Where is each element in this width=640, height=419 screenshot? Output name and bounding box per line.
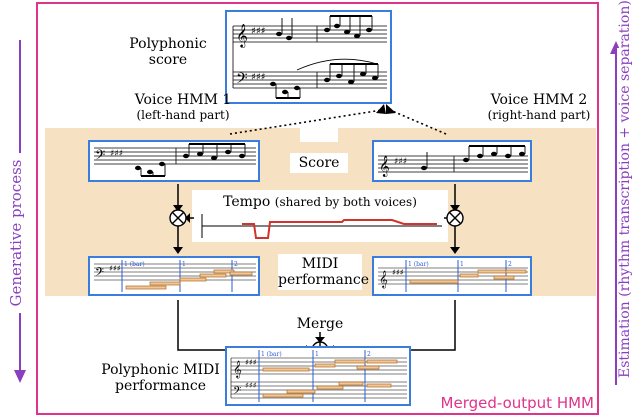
svg-text:1: 1 — [182, 261, 186, 268]
svg-text:𝄞: 𝄞 — [379, 156, 390, 177]
multiply-node-left — [169, 209, 187, 227]
svg-text:♯♯♯: ♯♯♯ — [245, 358, 257, 367]
svg-text:1 (bar): 1 (bar) — [408, 261, 429, 268]
tempo-label: Tempo — [223, 194, 271, 210]
voice1-score-panel: 𝄢 ♯♯♯ — [88, 140, 260, 182]
svg-text:♯♯♯: ♯♯♯ — [109, 264, 121, 273]
polyphonic-midi-panel: 𝄞 𝄢 ♯♯♯ ♯♯♯ 1 (bar) 1 2 — [225, 346, 411, 406]
svg-text:𝄢: 𝄢 — [95, 266, 104, 282]
score-label: Score — [290, 153, 348, 173]
svg-text:𝄞: 𝄞 — [233, 360, 242, 378]
svg-text:2: 2 — [234, 261, 238, 268]
svg-text:♯♯♯: ♯♯♯ — [392, 268, 404, 277]
svg-text:♯♯♯: ♯♯♯ — [394, 157, 407, 167]
voice2-midi-panel: 𝄞 ♯♯♯ 1 (bar) 1 2 — [372, 256, 532, 296]
svg-text:♯♯♯: ♯♯♯ — [110, 149, 123, 159]
voice2-title: Voice HMM 2 (right-hand part) — [487, 92, 591, 122]
svg-text:2: 2 — [367, 351, 371, 358]
voice1-title: Voice HMM 1 (left-hand part) — [134, 92, 232, 122]
svg-text:𝄞: 𝄞 — [236, 23, 248, 48]
svg-text:♯♯♯: ♯♯♯ — [251, 26, 266, 37]
svg-text:𝄢: 𝄢 — [233, 385, 241, 400]
svg-text:1 (bar): 1 (bar) — [261, 351, 282, 358]
voice2-score-panel: 𝄞 ♯♯♯ — [372, 140, 532, 182]
multiply-node-right — [446, 209, 464, 227]
svg-text:♯♯♯: ♯♯♯ — [251, 72, 266, 83]
midi-performance-label: MIDI performance — [278, 254, 370, 290]
merged-output-frame — [36, 2, 599, 415]
tempo-curve — [201, 214, 442, 239]
svg-text:♯♯♯: ♯♯♯ — [245, 381, 257, 390]
svg-text:1 (bar): 1 (bar) — [124, 261, 145, 268]
svg-text:𝄢: 𝄢 — [236, 70, 248, 91]
polyphonic-score-label: Polyphonic score — [129, 36, 207, 68]
tempo-note: (shared by both voices) — [274, 195, 417, 209]
polyphonic-score-notation: 𝄞 𝄢 ♯♯♯ ♯♯♯ — [232, 15, 387, 99]
tempo-panel: Tempo (shared by both voices) — [192, 190, 448, 242]
svg-text:1: 1 — [460, 261, 464, 268]
merged-output-label: Merged-output HMM — [440, 394, 594, 412]
polyphonic-midi-label: Polyphonic MIDI performance — [101, 362, 220, 394]
merge-label: Merge — [285, 316, 355, 332]
svg-text:𝄢: 𝄢 — [95, 147, 105, 166]
polyphonic-score-panel: 𝄞 𝄢 ♯♯♯ ♯♯♯ — [225, 10, 392, 104]
voice1-midi-panel: 𝄢 ♯♯♯ 1 (bar) 1 2 — [88, 256, 260, 296]
svg-text:1: 1 — [315, 351, 319, 358]
svg-text:𝄞: 𝄞 — [379, 270, 388, 288]
svg-text:2: 2 — [508, 261, 512, 268]
